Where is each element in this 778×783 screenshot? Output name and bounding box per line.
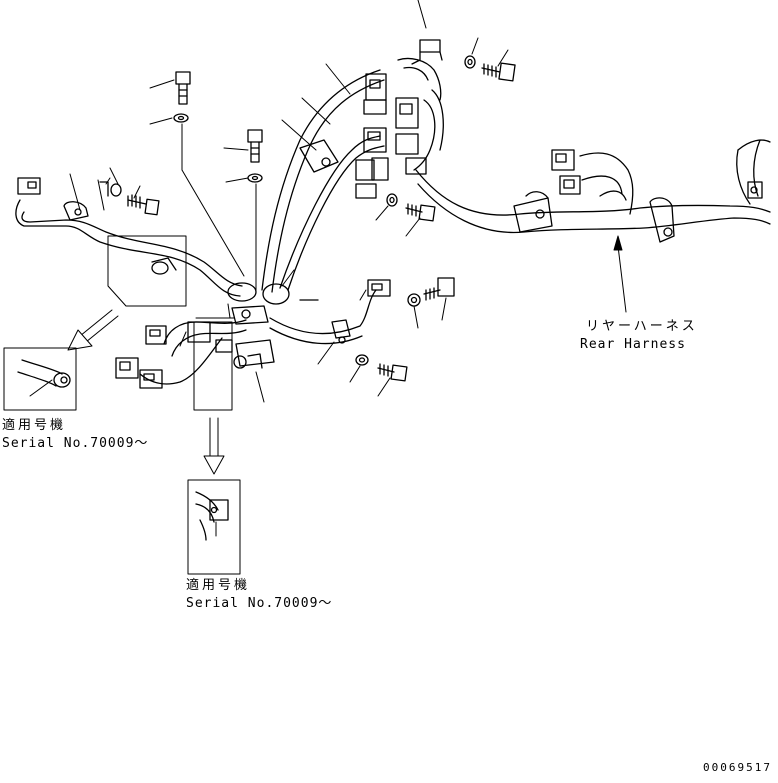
drawing-number: 00069517 (703, 761, 772, 774)
detail-arrow-left (68, 310, 118, 350)
connectors (18, 40, 580, 388)
detail-bottom-serial-label: Serial No.70009～ (186, 596, 333, 611)
detail-left-serial-label: Serial No.70009～ (2, 436, 149, 451)
detail-left-applicable-label: 適用号機 (2, 418, 67, 433)
detail-box-left (4, 348, 76, 410)
rear-harness-label-jp: リヤーハーネス (586, 319, 698, 334)
detail-source-box-left (108, 236, 186, 306)
bolts-and-washers (111, 56, 515, 381)
trunk-clamp (300, 140, 338, 172)
leader-lines (70, 0, 626, 402)
left-clamp (64, 182, 176, 274)
rear-harness-label-en: Rear Harness (580, 337, 686, 352)
rear-clamps (514, 182, 762, 242)
detail-source-box-bottom (194, 322, 232, 410)
detail-box-bottom (188, 480, 240, 574)
detail-bottom-applicable-label: 適用号機 (186, 578, 251, 593)
detail-arrow-bottom (204, 418, 224, 474)
